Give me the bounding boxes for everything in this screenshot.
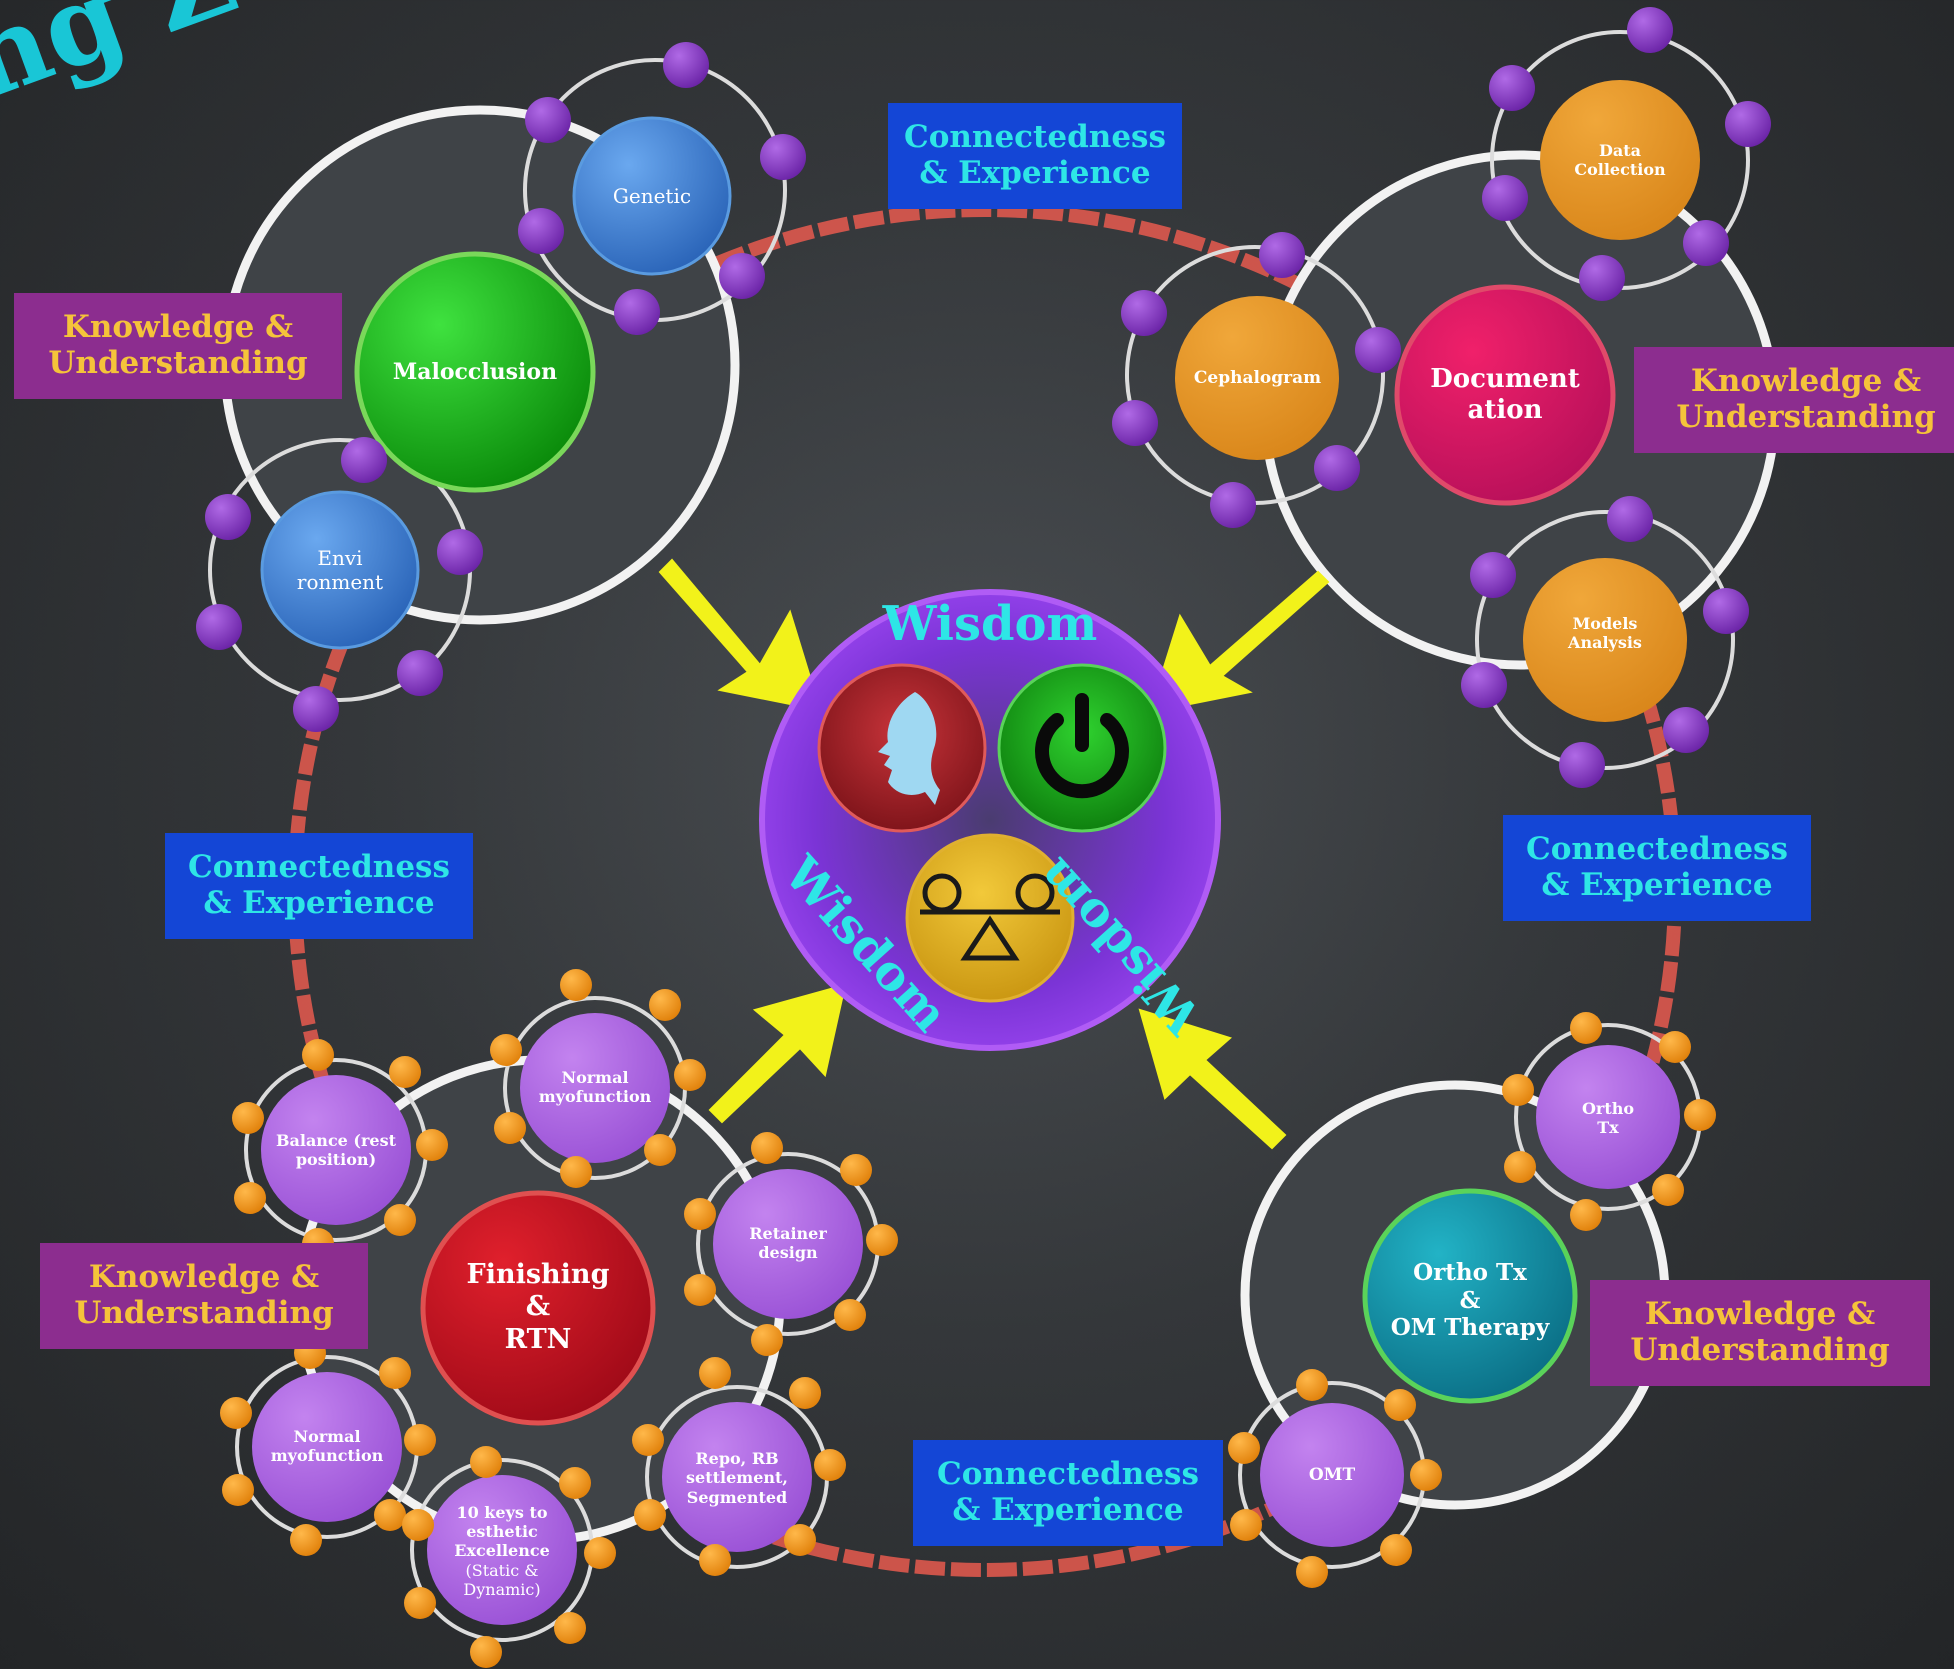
- environment-circle: [260, 490, 420, 650]
- omt-circle: [1260, 1403, 1404, 1547]
- finishing-label: Finishing&RTN: [466, 1258, 610, 1355]
- orange-dots-bottom-right: [1228, 1012, 1716, 1588]
- ku-label-bottom-left: Knowledge &Understanding: [40, 1243, 368, 1349]
- ortho-tx-circle: [1536, 1045, 1680, 1189]
- ce-label-right: Connectedness& Experience: [1503, 815, 1811, 921]
- cephalogram-label: Cephalogram: [1193, 367, 1322, 388]
- ce-label-top: Connectedness& Experience: [888, 103, 1182, 209]
- face-profile-icon: [878, 692, 940, 805]
- balance-circle: [261, 1075, 411, 1225]
- ten-keys-circle: [427, 1475, 577, 1625]
- retainer-circle: [713, 1169, 863, 1319]
- balance-scale-icon: [920, 873, 1060, 961]
- malocclusion-circle: [354, 251, 596, 493]
- models-analysis-circle: [1523, 558, 1687, 722]
- omt-label: OMT: [1308, 1464, 1356, 1485]
- finishing-circle: [420, 1190, 656, 1426]
- ortho-om-circle: [1362, 1188, 1578, 1404]
- power-icon: [1035, 693, 1129, 799]
- normal-myofunction-top-circle: [520, 1013, 670, 1163]
- malocclusion-label: Malocclusion: [392, 358, 558, 385]
- data-collection-circle: [1540, 80, 1700, 240]
- documentation-circle: [1394, 284, 1616, 506]
- ku-label-bottom-right: Knowledge &Understanding: [1590, 1280, 1930, 1386]
- ku-label-top-left: Knowledge &Understanding: [14, 293, 342, 399]
- ku-label-top-right: Knowledge &Understanding: [1634, 347, 1954, 453]
- repo-circle: [662, 1402, 812, 1552]
- orange-dots-bottom-left: [220, 969, 898, 1668]
- genetic-label: Genetic: [612, 184, 692, 208]
- ce-label-left: Connectedness& Experience: [165, 833, 473, 939]
- wisdom-top-label: Wisdom: [882, 596, 1098, 653]
- normal-myofunction-bottom-circle: [252, 1372, 402, 1522]
- ortho-om-label: Ortho Tx&OM Therapy: [1390, 1259, 1550, 1342]
- purple-dots-top-right: [1112, 7, 1771, 788]
- arrows: [658, 558, 1330, 1150]
- cephalogram-circle: [1175, 296, 1339, 460]
- ce-label-bottom: Connectedness& Experience: [913, 1440, 1223, 1546]
- purple-dots-top-left: [196, 42, 806, 732]
- genetic-circle: [572, 116, 732, 276]
